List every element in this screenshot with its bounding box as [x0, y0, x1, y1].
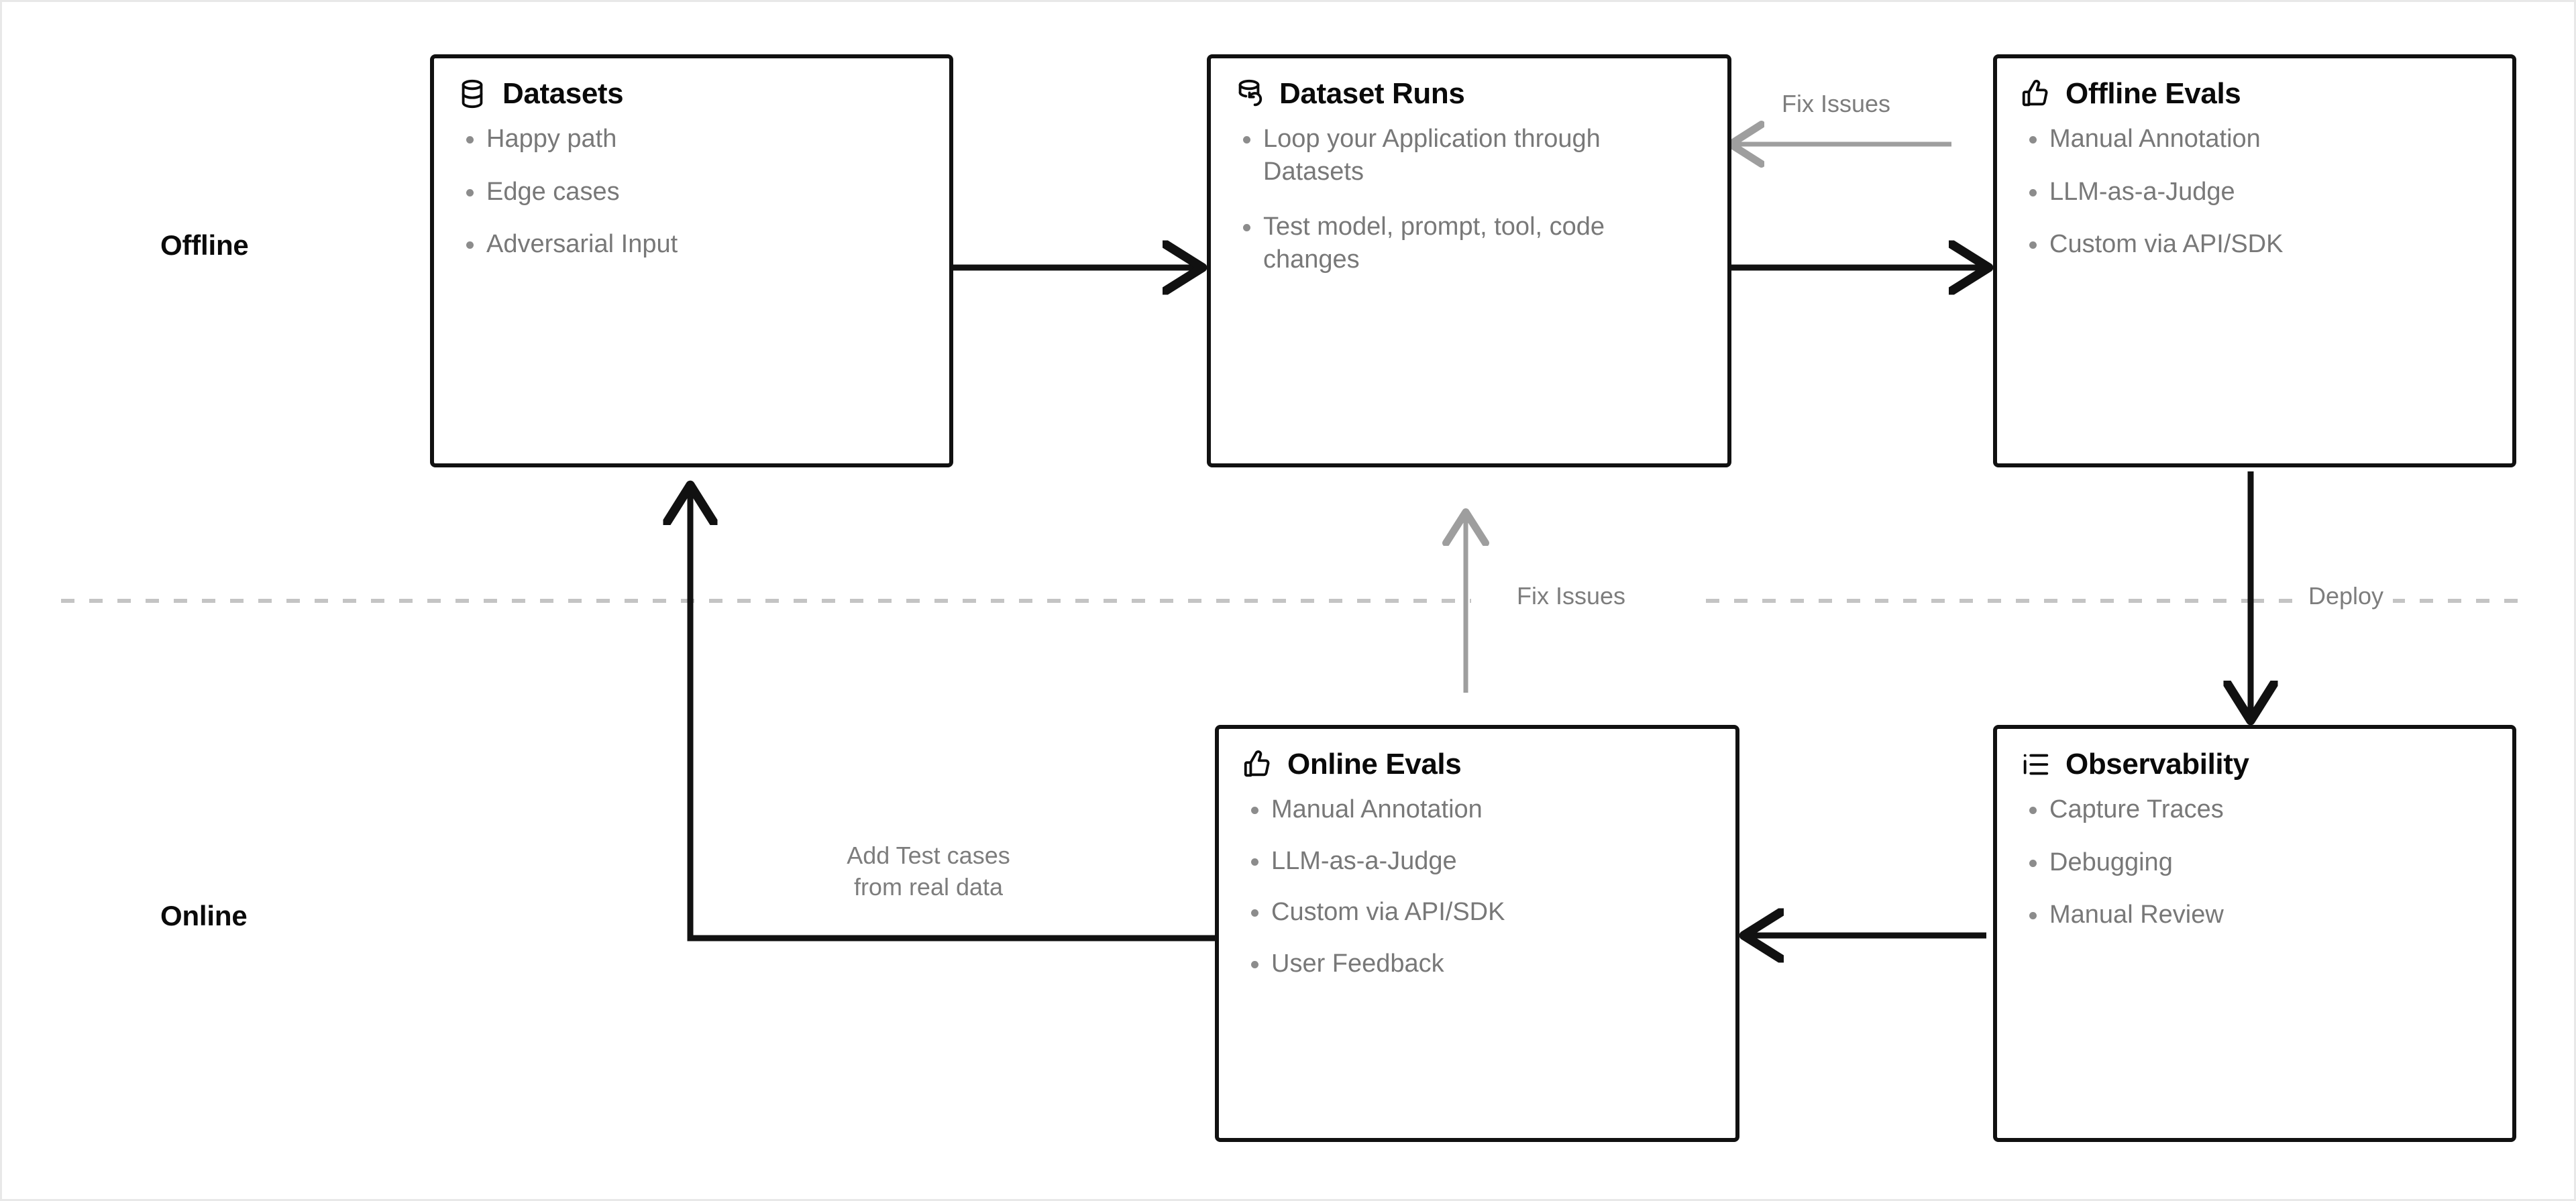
- node-dataset-runs[interactable]: Dataset Runs Loop your Application throu…: [1207, 54, 1731, 467]
- list-item: Adversarial Input: [457, 228, 926, 261]
- list-item: Manual Review: [2020, 899, 2489, 931]
- edge-label-line-2: from real data: [853, 872, 1004, 901]
- node-observability[interactable]: Observability Capture Traces Debugging M…: [1993, 725, 2516, 1142]
- bullet-list: Manual Annotation LLM-as-a-Judge Custom …: [2020, 123, 2489, 261]
- node-title: Datasets: [502, 77, 624, 110]
- bullet-list: Capture Traces Debugging Manual Review: [2020, 793, 2489, 931]
- list-item: Custom via API/SDK: [2020, 228, 2489, 261]
- node-header: Datasets: [457, 78, 926, 109]
- node-header: Online Evals: [1242, 748, 1713, 781]
- list-item: Manual Annotation: [2020, 123, 2489, 156]
- list-item: LLM-as-a-Judge: [2020, 176, 2489, 209]
- list-item: User Feedback: [1242, 948, 1713, 980]
- node-header: Observability: [2020, 748, 2489, 781]
- node-title: Dataset Runs: [1279, 77, 1465, 110]
- edge-label-add-test-cases: Add Test cases from real data: [814, 840, 1042, 903]
- node-title: Observability: [2065, 748, 2249, 781]
- node-title: Offline Evals: [2065, 77, 2241, 110]
- node-title: Online Evals: [1287, 748, 1462, 781]
- lane-label-offline: Offline: [160, 229, 249, 261]
- list-item: Manual Annotation: [1242, 793, 1713, 826]
- thumbs-up-icon: [1242, 749, 1273, 780]
- node-datasets[interactable]: Datasets Happy path Edge cases Adversari…: [430, 54, 953, 467]
- bullet-list: Happy path Edge cases Adversarial Input: [457, 123, 926, 261]
- list-item: Custom via API/SDK: [1242, 896, 1713, 929]
- edge-label-line-1: Add Test cases: [847, 842, 1010, 869]
- node-offline-evals[interactable]: Offline Evals Manual Annotation LLM-as-a…: [1993, 54, 2516, 467]
- lane-label-online: Online: [160, 900, 248, 931]
- thumbs-up-icon: [2020, 78, 2051, 109]
- list-item: Test model, prompt, tool, code changes: [1234, 211, 1705, 276]
- edge-label-deploy: Deploy: [2299, 581, 2394, 612]
- edge-label-fix-issues-top: Fix Issues: [1782, 90, 1891, 117]
- node-header: Offline Evals: [2020, 78, 2489, 109]
- list-tree-icon: [2020, 749, 2051, 780]
- database-icon: [457, 78, 488, 109]
- list-item: Debugging: [2020, 846, 2489, 879]
- node-header: Dataset Runs: [1234, 78, 1705, 109]
- bullet-list: Loop your Application through Datasets T…: [1234, 123, 1705, 276]
- node-online-evals[interactable]: Online Evals Manual Annotation LLM-as-a-…: [1215, 725, 1739, 1142]
- bullet-list: Manual Annotation LLM-as-a-Judge Custom …: [1242, 793, 1713, 980]
- list-item: Capture Traces: [2020, 793, 2489, 826]
- database-refresh-icon: [1234, 78, 1265, 109]
- list-item: Happy path: [457, 123, 926, 156]
- list-item: Loop your Application through Datasets: [1234, 123, 1705, 188]
- edge-label-fix-issues-middle: Fix Issues: [1507, 581, 1635, 612]
- list-item: Edge cases: [457, 176, 926, 209]
- list-item: LLM-as-a-Judge: [1242, 845, 1713, 878]
